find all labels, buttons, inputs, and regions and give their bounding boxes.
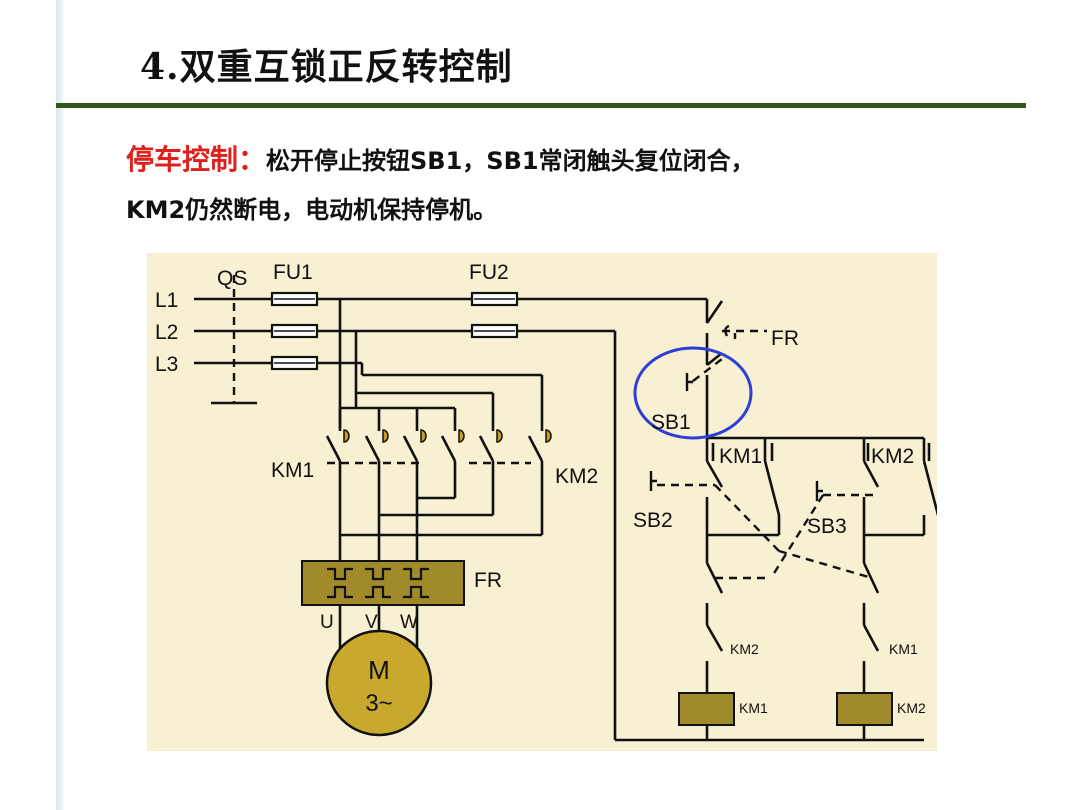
motor-circle bbox=[325, 629, 433, 737]
label-fu2: FU2 bbox=[469, 261, 509, 284]
label-fr-ctrl: FR bbox=[771, 327, 799, 350]
label-l2: L2 bbox=[155, 321, 178, 344]
label-km2-main: KM2 bbox=[555, 465, 598, 488]
diagram-labels: QS FU1 FU2 L1 L2 L3 KM1 KM2 FR U V W M 3… bbox=[155, 261, 926, 717]
pushbutton-heads bbox=[649, 324, 823, 501]
label-fu1: FU1 bbox=[273, 261, 313, 284]
label-sb3: SB3 bbox=[807, 515, 847, 538]
main-circuit-wires bbox=[194, 297, 924, 742]
label-w: W bbox=[400, 612, 418, 633]
label-qs: QS bbox=[217, 267, 247, 290]
label-l3: L3 bbox=[155, 353, 178, 376]
control-circuit-wires bbox=[705, 300, 937, 740]
km2-coil bbox=[836, 692, 893, 726]
motor-label-phase: 3~ bbox=[365, 690, 392, 717]
label-km1-coil: KM1 bbox=[739, 700, 768, 716]
km1-coil bbox=[678, 692, 735, 726]
sb1-highlight-circle bbox=[633, 346, 753, 440]
label-l1: L1 bbox=[155, 289, 178, 312]
label-km2-coil: KM2 bbox=[897, 700, 926, 716]
double-interlock-circuit-diagram: QS FU1 FU2 L1 L2 L3 KM1 KM2 FR U V W M 3… bbox=[147, 253, 937, 751]
slide-title: 4.双重互锁正反转控制 bbox=[140, 46, 513, 88]
thermal-relay-fr bbox=[301, 560, 465, 606]
title-divider bbox=[56, 103, 1026, 108]
control-linkages bbox=[657, 329, 873, 580]
main-contact-linkage bbox=[232, 275, 531, 465]
stop-control-keyword: 停车控制： bbox=[126, 143, 267, 176]
label-km1-main: KM1 bbox=[271, 459, 314, 482]
label-sb1: SB1 bbox=[651, 411, 691, 434]
label-sb2: SB2 bbox=[633, 509, 673, 532]
motor-label-m: M bbox=[368, 655, 390, 685]
label-u: U bbox=[320, 612, 334, 633]
label-km1-aux: KM1 bbox=[719, 445, 762, 468]
label-km1-nc: KM1 bbox=[889, 641, 918, 657]
label-v: V bbox=[365, 612, 378, 633]
aux-contact-posts bbox=[711, 443, 931, 461]
contact-arc-marks bbox=[343, 429, 552, 443]
thermal-elements bbox=[327, 567, 429, 599]
label-km2-nc: KM2 bbox=[730, 641, 759, 657]
label-km2-aux: KM2 bbox=[871, 445, 914, 468]
left-accent-bar bbox=[56, 0, 63, 810]
fuses-fu1 bbox=[270, 291, 319, 371]
description-line-1: 停车控制：松开停止按钮SB1，SB1常闭触头复位闭合， bbox=[126, 138, 755, 178]
label-fr-main: FR bbox=[474, 569, 502, 592]
description-line-2: KM2仍然断电，电动机保持停机。 bbox=[126, 196, 498, 224]
fuse-centerlines bbox=[274, 298, 515, 364]
description-line-1-text: 松开停止按钮SB1，SB1常闭触头复位闭合， bbox=[266, 147, 755, 175]
